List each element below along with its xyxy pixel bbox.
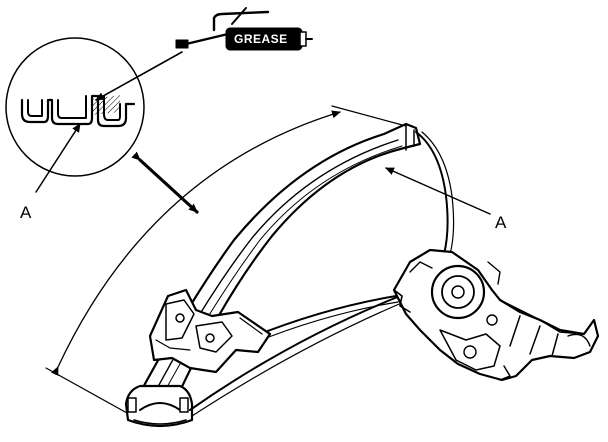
callout-a-right-label: A	[495, 213, 507, 232]
rail-length-dimension	[50, 110, 341, 376]
glass-carrier-bracket	[148, 288, 272, 374]
dimension-extension-lower	[45, 367, 137, 419]
guide-rail	[132, 122, 422, 406]
grease-arrow	[95, 51, 183, 101]
detail-to-rail-arrow	[131, 151, 199, 214]
detail-circle	[5, 37, 145, 177]
callout-a-left-arrow	[35, 123, 81, 193]
grease-tube-icon	[175, 7, 313, 51]
callout-a-left-label: A	[20, 203, 32, 222]
regulator-motor-assembly	[392, 248, 600, 382]
dimension-extension-upper	[331, 105, 407, 127]
lower-pulley-bracket	[124, 384, 194, 428]
callout-a-right-arrow	[385, 167, 491, 215]
grease-label: GREASE	[234, 32, 288, 46]
